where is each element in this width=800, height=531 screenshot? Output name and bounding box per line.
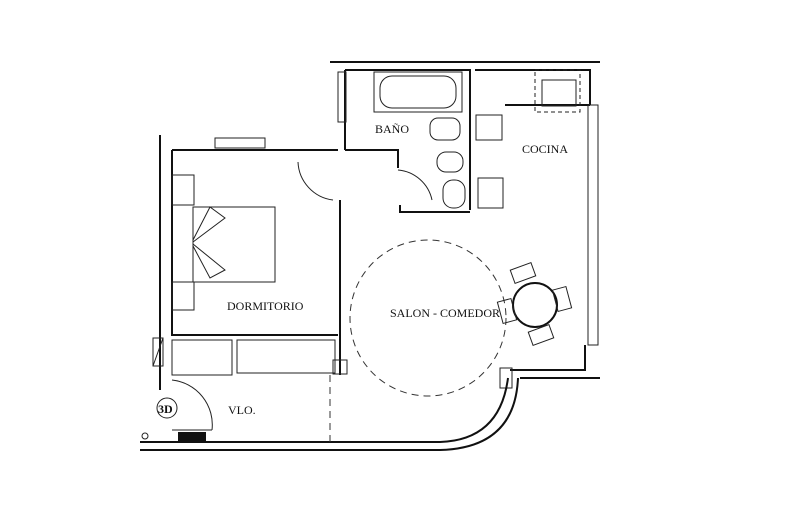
label-bathroom: BAÑO xyxy=(375,122,409,136)
room-labels: BAÑO COCINA DORMITORIO SALON - COMEDOR V… xyxy=(156,122,568,419)
walls xyxy=(140,61,600,451)
label-living-dining: SALON - COMEDOR xyxy=(390,306,500,320)
unit-badge-circle xyxy=(156,397,178,419)
label-bedroom: DORMITORIO xyxy=(227,299,304,313)
label-kitchen: COCINA xyxy=(522,142,568,156)
label-entrance: VLO. xyxy=(228,403,256,417)
doors xyxy=(297,161,433,201)
unit-badge: 3D xyxy=(158,402,173,416)
fixtures xyxy=(171,69,581,397)
